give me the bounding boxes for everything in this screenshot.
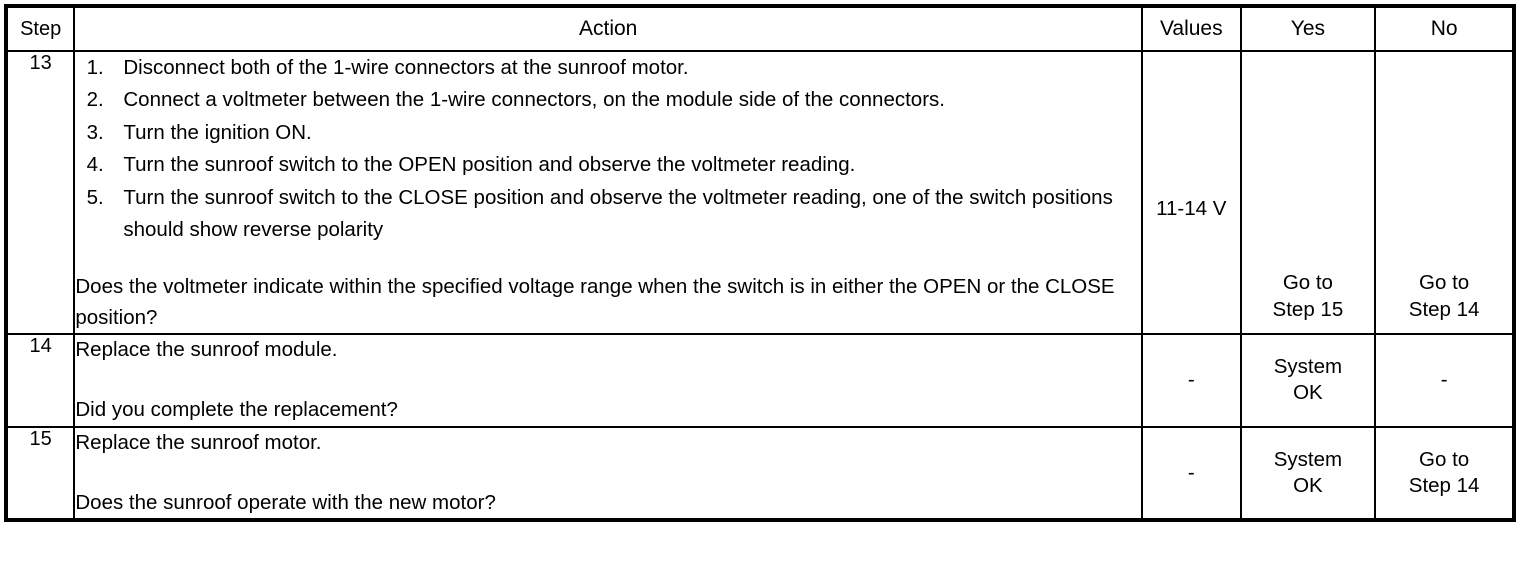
list-item: Connect a voltmeter between the 1-wire c… (109, 84, 1141, 116)
action-question: Did you complete the replacement? (75, 398, 398, 422)
yes-cell: System OK (1239, 332, 1377, 428)
values-cell: 11-14 V (1141, 50, 1242, 335)
yes-line-2: OK (1293, 381, 1323, 405)
values-cell: - (1141, 425, 1242, 522)
no-cell: Go to Step 14 (1374, 50, 1515, 335)
values-cell: - (1141, 332, 1242, 428)
table-header: Step Action Values Yes No (4, 5, 1515, 52)
spacer (75, 365, 1141, 395)
yes-cell: Go to Step 15 (1239, 50, 1377, 335)
yes-line-2: OK (1293, 473, 1323, 497)
yes-line-1: Go to (1282, 271, 1333, 295)
column-header-action: Action (73, 5, 1144, 52)
column-header-values: Values (1141, 5, 1242, 52)
no-line-1: Go to (1419, 271, 1470, 295)
list-item: Turn the sunroof switch to the OPEN posi… (109, 149, 1141, 181)
header-row: Step Action Values Yes No (4, 5, 1515, 52)
step-number: 13 (4, 50, 76, 335)
yes-line-1: System (1273, 355, 1343, 378)
no-cell: - (1374, 332, 1515, 428)
table-row: 13 Disconnect both of the 1-wire connect… (4, 50, 1515, 335)
column-header-no: No (1374, 5, 1515, 52)
no-line-2: Step 14 (1408, 297, 1480, 321)
yes-line-1: System (1273, 447, 1343, 471)
step-number: 14 (4, 332, 76, 428)
spacer (75, 458, 1141, 488)
table-row: 15 Replace the sunroof motor. Does the s… (4, 425, 1515, 522)
diagnostic-table-page: Step Action Values Yes No 13 Disconnect … (0, 4, 1520, 572)
action-content: Replace the sunroof motor. Does the sunr… (73, 425, 1144, 522)
table-row: 14 Replace the sunroof module. Did you c… (4, 332, 1515, 428)
step-number: 15 (4, 425, 76, 522)
list-item: Turn the ignition ON. (109, 117, 1141, 149)
diagnostic-procedure-table: Step Action Values Yes No 13 Disconnect … (4, 4, 1516, 523)
action-content: Replace the sunroof module. Did you comp… (73, 332, 1144, 428)
yes-cell: System OK (1239, 425, 1377, 522)
yes-line-2: Step 15 (1272, 297, 1344, 321)
list-item: Turn the sunroof switch to the CLOSE pos… (109, 182, 1141, 247)
table-body: 13 Disconnect both of the 1-wire connect… (4, 50, 1515, 522)
action-instruction: Replace the sunroof motor. (75, 430, 322, 454)
action-content: Disconnect both of the 1-wire connectors… (73, 50, 1144, 335)
column-header-step: Step (4, 5, 76, 52)
action-question: Does the voltmeter indicate within the s… (75, 275, 1115, 329)
action-instruction: Replace the sunroof module. (75, 337, 338, 361)
column-header-yes: Yes (1239, 5, 1377, 52)
no-line-1: Go to (1419, 447, 1470, 471)
action-step-list: Disconnect both of the 1-wire connectors… (75, 52, 1141, 246)
list-item: Disconnect both of the 1-wire connectors… (109, 52, 1141, 84)
no-cell: Go to Step 14 (1374, 425, 1515, 522)
no-line-2: Step 14 (1408, 473, 1480, 497)
action-question: Does the sunroof operate with the new mo… (75, 490, 496, 514)
